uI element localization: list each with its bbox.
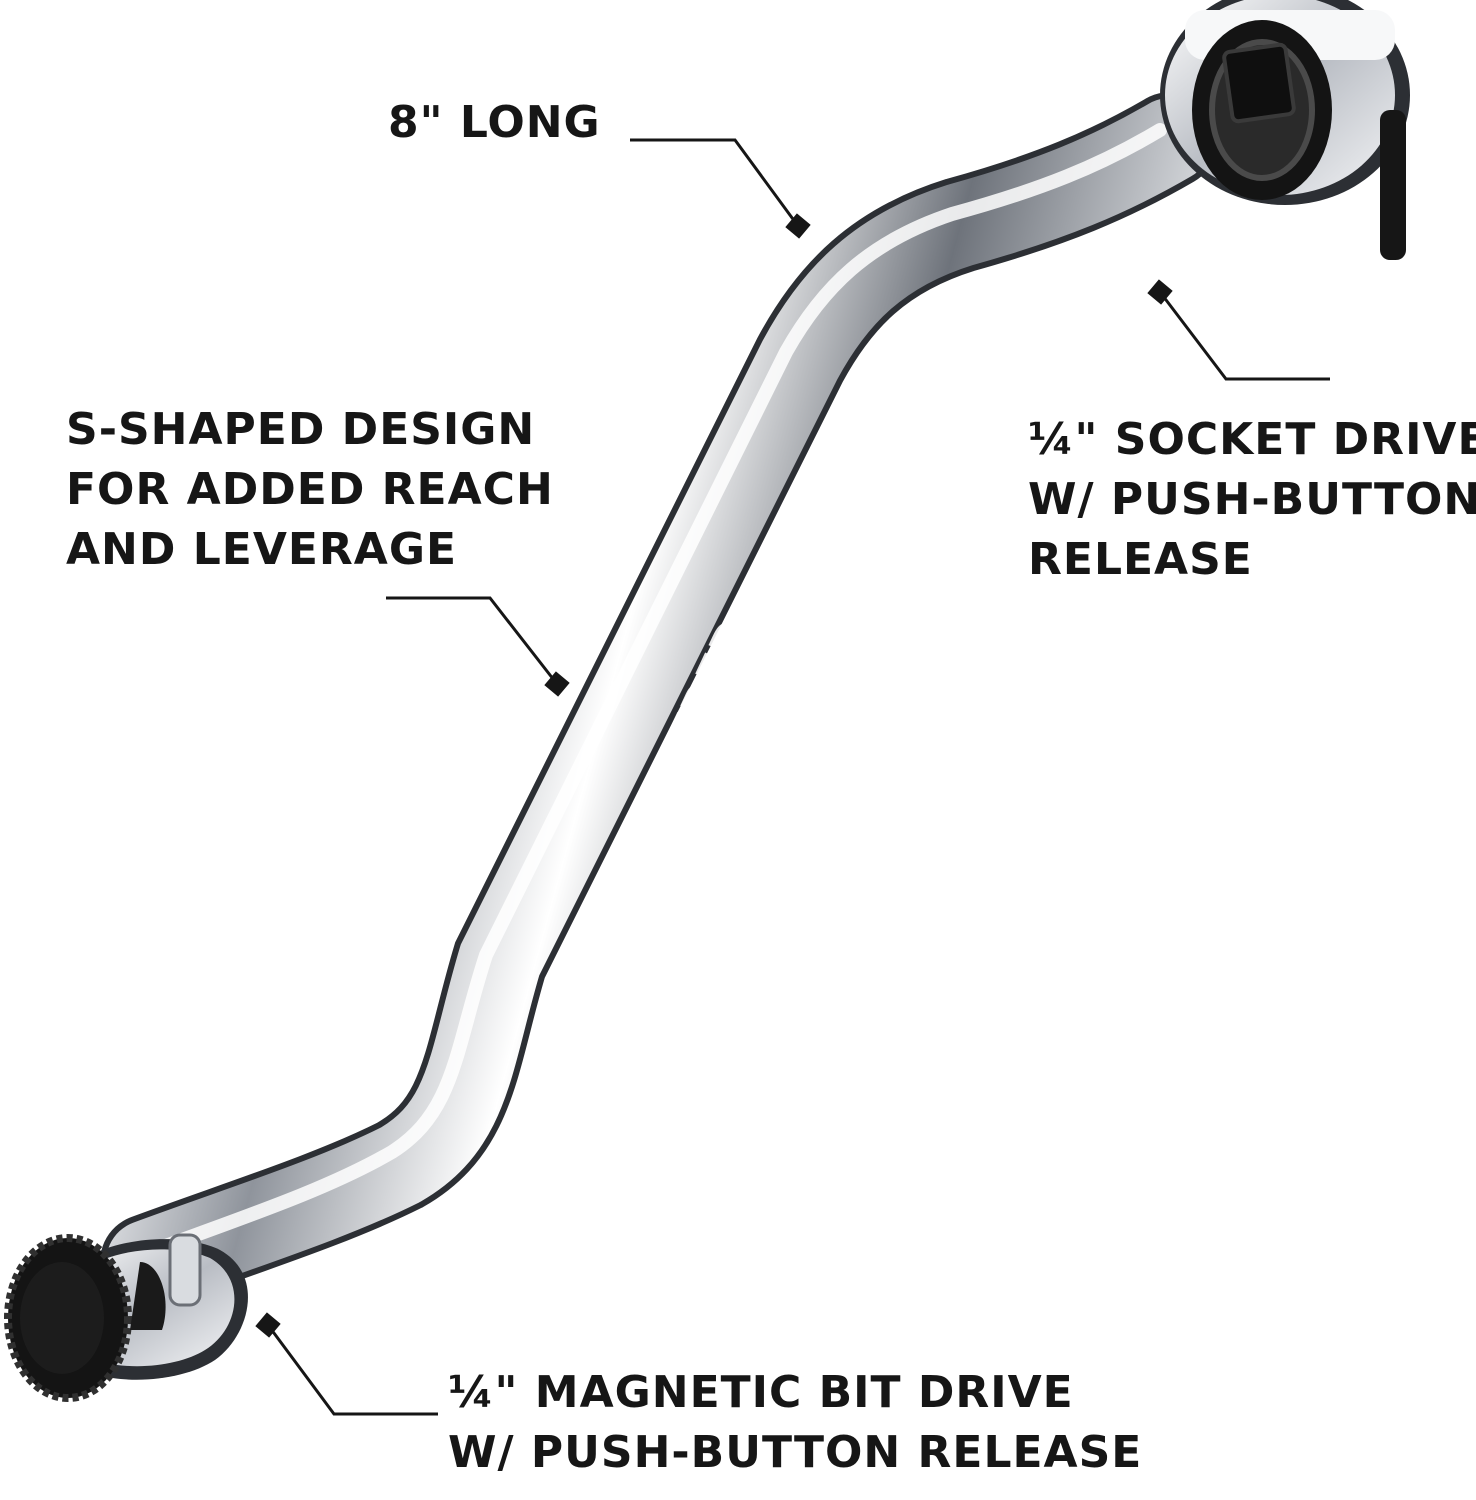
- leader-s-shape: [386, 596, 559, 685]
- callout-leader-line: [266, 138, 1330, 1416]
- socket-drive-head: [1160, 0, 1410, 260]
- callout-bit-drive: ¼" MAGNETIC BIT DRIVE W/ PUSH-BUTTON REL…: [448, 1367, 1143, 1478]
- leader-socket: [1158, 291, 1330, 381]
- leader-bit: [266, 1324, 438, 1416]
- callout-socket-drive: ¼" SOCKET DRIVE W/ PUSH-BUTTON RELEASE: [1028, 414, 1476, 585]
- callout-leader-dots: [255, 213, 1173, 1338]
- callout-length: 8" LONG: [388, 97, 601, 148]
- leader-length: [630, 138, 800, 227]
- square-drive: [1222, 42, 1296, 124]
- wrench-shaft: [106, 98, 1212, 1304]
- callout-s-shaped-design: S-SHAPED DESIGN FOR ADDED REACH AND LEVE…: [66, 404, 554, 575]
- bit-drive-head: [4, 1233, 248, 1402]
